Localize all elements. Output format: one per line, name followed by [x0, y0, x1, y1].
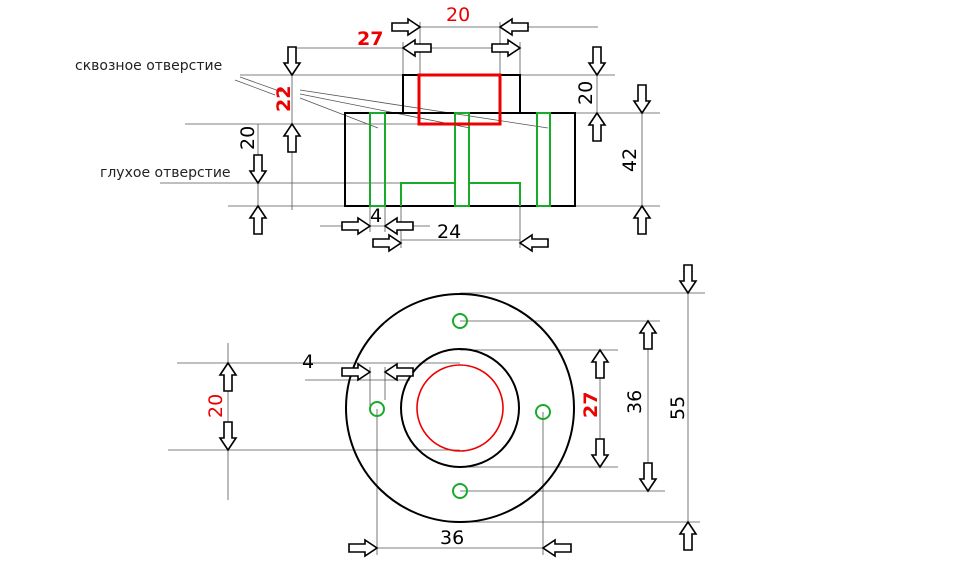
- dim-boss-width: 27: [357, 28, 383, 50]
- blind-hole: [400, 182, 521, 206]
- bore-outline: [417, 73, 502, 126]
- arrow-right-icon: [372, 233, 403, 253]
- arrow-left-icon: [383, 362, 414, 382]
- extension-lines: [168, 292, 705, 555]
- arrow-up-icon: [218, 361, 238, 392]
- arrow-down-icon: [282, 46, 302, 77]
- arrow-left-icon: [541, 538, 572, 558]
- arrow-right-icon: [491, 38, 522, 58]
- boss-outline: [400, 348, 520, 468]
- dim-blind-width: 24: [437, 221, 461, 243]
- top-view: 4 20 27 36 55 36: [168, 292, 705, 555]
- arrow-left-icon: [383, 216, 414, 236]
- side-view: сквозное отверстие глухое отверстие 20 2…: [75, 4, 660, 248]
- flange-outline: [345, 293, 575, 523]
- dim-boss-dia: 27: [580, 392, 602, 418]
- dim-hole-depth: 22: [273, 86, 295, 112]
- arrow-down-icon: [218, 421, 238, 452]
- dim-boss-height: 20: [575, 81, 597, 105]
- arrow-down-icon: [590, 438, 610, 469]
- arrow-down-icon: [638, 462, 658, 493]
- boss-outline: [402, 74, 521, 114]
- arrow-up-icon: [282, 122, 302, 153]
- arrow-down-icon: [248, 154, 268, 185]
- arrow-up-icon: [248, 204, 268, 235]
- dim-bore: 20: [205, 394, 227, 418]
- arrow-up-icon: [632, 204, 652, 235]
- arrow-up-icon: [678, 520, 698, 551]
- arrow-right-icon: [341, 216, 372, 236]
- arrow-left-icon: [498, 17, 529, 37]
- arrow-down-icon: [587, 46, 607, 77]
- through-holes: [369, 112, 551, 207]
- dimension-arrows: [218, 17, 698, 558]
- leader-lines: [234, 76, 549, 129]
- dim-bolt-circle-h: 36: [440, 527, 464, 549]
- dim-hole-dia: 4: [302, 351, 314, 373]
- dim-bolt-circle-v: 36: [624, 390, 646, 414]
- arrow-down-icon: [632, 84, 652, 115]
- arrow-up-icon: [638, 319, 658, 350]
- arrow-down-icon: [678, 264, 698, 295]
- dim-blind-depth: 20: [237, 126, 259, 150]
- dim-outer-dia: 55: [667, 396, 689, 420]
- through-hole-label: сквозное отверстие: [75, 58, 222, 74]
- extension-lines: [160, 22, 660, 248]
- arrow-left-icon: [518, 233, 549, 253]
- arrow-up-icon: [590, 348, 610, 379]
- arrow-right-icon: [348, 538, 379, 558]
- arrow-up-icon: [587, 111, 607, 142]
- arrow-left-icon: [401, 38, 432, 58]
- arrow-right-icon: [391, 17, 422, 37]
- blind-hole-label: глухое отверстие: [100, 165, 231, 181]
- dim-total-height: 42: [619, 148, 641, 172]
- arrow-right-icon: [341, 362, 372, 382]
- bolt-holes: [369, 313, 551, 499]
- dim-hole-dia: 4: [370, 205, 382, 227]
- bore-outline: [416, 364, 504, 452]
- dim-top-width: 20: [446, 4, 470, 26]
